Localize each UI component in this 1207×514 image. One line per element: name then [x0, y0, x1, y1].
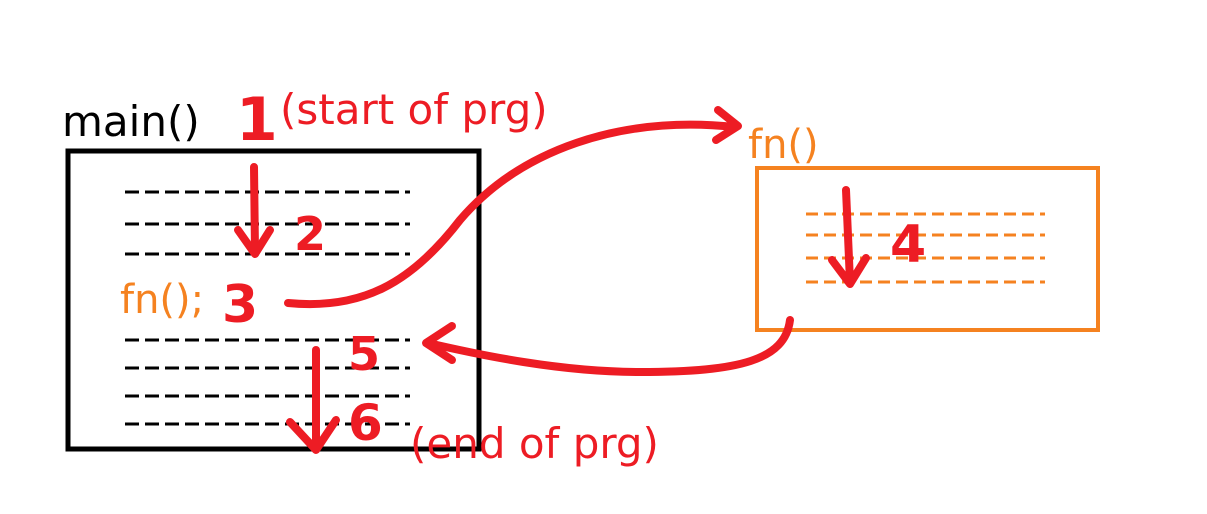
step-number: 3	[222, 275, 258, 335]
main-function-title: main()	[62, 97, 200, 146]
down-arrow-icon	[842, 186, 854, 286]
step-number: 2	[294, 207, 326, 261]
step-number: 1	[236, 85, 278, 155]
start-note: (start of prg)	[280, 85, 548, 134]
main-code-lines	[125, 190, 410, 426]
end-note: (end of prg)	[410, 419, 659, 468]
arrowhead-icon	[422, 322, 456, 364]
main-function-box	[65, 148, 482, 452]
flow-arrows	[234, 106, 870, 454]
return-arrow	[424, 316, 794, 376]
arrowhead-icon	[712, 106, 742, 144]
call-arrow	[284, 120, 739, 309]
arrowhead-icon	[286, 416, 340, 454]
step-number: 5	[348, 327, 380, 381]
function-call-text: fn();	[120, 277, 204, 323]
step-numbers: 1 2 3 4 5 6	[222, 85, 926, 452]
down-arrow-icon	[250, 163, 259, 256]
arrowhead-icon	[234, 226, 274, 258]
fn-function-title: fn()	[748, 122, 819, 168]
fn-function-box	[755, 166, 1100, 332]
step-number: 6	[348, 394, 383, 452]
arrowhead-icon	[828, 254, 870, 288]
step-number: 4	[890, 215, 926, 275]
